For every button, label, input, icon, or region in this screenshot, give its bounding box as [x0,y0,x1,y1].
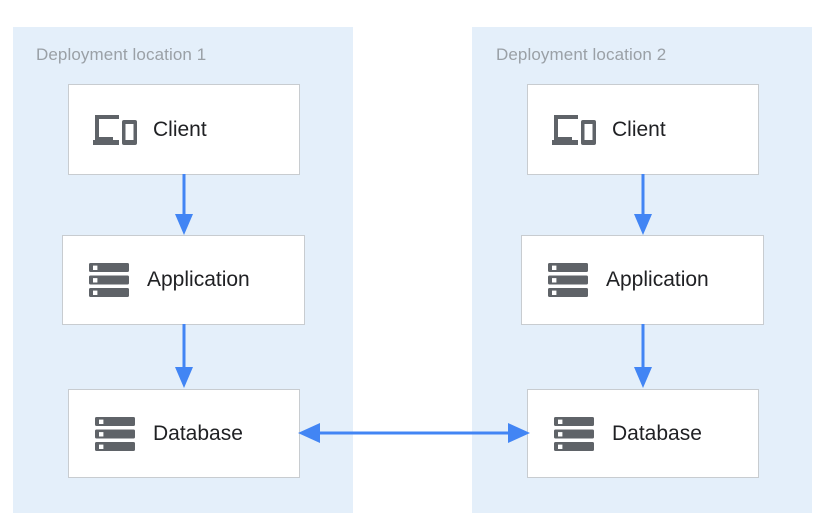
node-client-1[interactable]: Client [68,84,300,175]
server-icon [544,258,592,302]
arrow-database-1-to-database-2 [298,423,530,443]
devices-icon [91,108,139,152]
node-database-2[interactable]: Database [527,389,759,478]
arrow-client-2-to-application-2 [634,174,652,235]
arrow-application-2-to-database-2 [634,324,652,388]
devices-icon [550,108,598,152]
node-application-2-label: Application [606,268,709,291]
node-application-1-label: Application [147,268,250,291]
zone-1-label: Deployment location 1 [36,45,207,64]
node-client-2[interactable]: Client [527,84,759,175]
zone-2-label: Deployment location 2 [496,45,667,64]
node-database-1[interactable]: Database [68,389,300,478]
node-application-1[interactable]: Application [62,235,305,325]
node-client-1-label: Client [153,117,207,141]
node-application-2[interactable]: Application [521,235,764,325]
server-icon [85,258,133,302]
arrow-application-1-to-database-1 [175,324,193,388]
server-icon [550,412,598,456]
arrow-client-1-to-application-1 [175,174,193,235]
node-client-2-label: Client [612,117,666,141]
node-database-1-label: Database [153,421,243,445]
node-database-2-label: Database [612,421,702,445]
server-icon [91,412,139,456]
